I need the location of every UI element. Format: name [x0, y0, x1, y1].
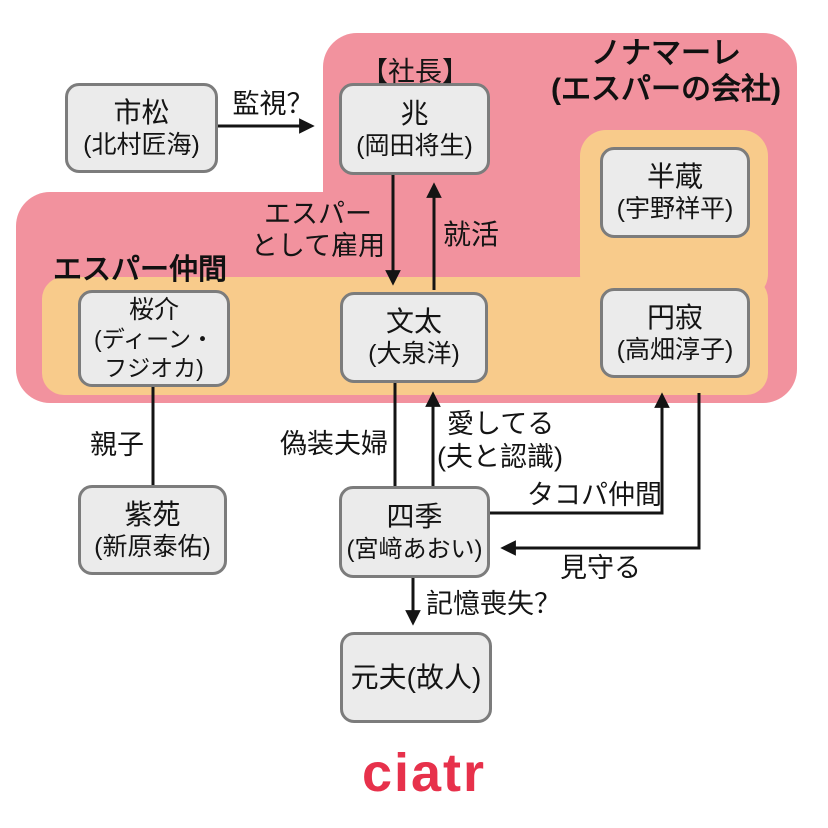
node-hanzo-name: 半蔵 — [646, 161, 703, 192]
company-region-title: ノナマーレ (エスパーの会社) — [535, 36, 797, 108]
node-moto-otto: 元夫(故人) — [340, 632, 492, 723]
node-osuke-actor-line2: フジオカ) — [104, 354, 204, 381]
node-cho-actor: (岡田将生) — [356, 131, 473, 160]
node-hanzo: 半蔵 (宇野祥平) — [600, 147, 750, 238]
edge-mimamoru-arrow — [500, 393, 701, 556]
cho-role-tag: 【社長】 — [361, 57, 469, 87]
edge-shuukatsu-label: 就活 — [443, 219, 500, 250]
node-shiki-name: 四季 — [386, 500, 443, 532]
edge-oyako-label: 親子 — [90, 430, 144, 460]
node-shion-name: 紫苑 — [124, 498, 181, 530]
node-bunta-actor: (大泉洋) — [368, 340, 460, 368]
company-title-line2: (エスパーの会社) — [551, 73, 781, 106]
node-bunta-name: 文太 — [385, 306, 442, 337]
edge-koyou-label-line1: エスパー — [264, 199, 372, 229]
edge-aishiteru-label: 愛してる — [447, 409, 555, 439]
ciatr-logo: ciatr — [361, 743, 487, 803]
edge-takopa-arrow — [490, 392, 670, 515]
edge-koyou-label-line2: として雇用 — [250, 231, 386, 261]
node-hanzo-actor: (宇野祥平) — [616, 195, 734, 223]
company-title-line1: ノナマーレ — [591, 37, 741, 70]
node-ichimatsu-name: 市松 — [113, 96, 170, 128]
node-enjaku: 円寂 (高畑淳子) — [600, 288, 750, 378]
node-ichimatsu: 市松 (北村匠海) — [65, 83, 218, 173]
node-osuke-actor-line1: (ディーン・ — [94, 325, 214, 352]
edge-kioku-label: 記憶喪失？ — [426, 589, 561, 619]
edge-mimamoru-label: 見守る — [560, 553, 641, 583]
edge-aishiteru-label-line2: (夫と認識) — [437, 442, 563, 472]
node-shiki-actor: (宮﨑あおい) — [346, 535, 483, 563]
node-osuke-name: 桜介 — [128, 295, 179, 324]
node-enjaku-name: 円寂 — [646, 301, 703, 333]
node-moto-otto-name: 元夫(故人) — [350, 661, 482, 693]
node-osuke: 桜介 (ディーン・ フジオカ) — [78, 290, 230, 387]
edge-gisou-fuufu-label: 偽装夫婦 — [280, 429, 388, 459]
node-cho: 兆 (岡田将生) — [339, 83, 490, 175]
node-cho-name: 兆 — [400, 97, 429, 129]
esper-friends-region-title: エスパー仲間 — [53, 254, 228, 286]
node-shion-actor: (新原泰佑) — [94, 532, 211, 561]
node-shiki: 四季 (宮﨑あおい) — [339, 486, 490, 578]
edge-takopa-label: タコパ仲間 — [527, 480, 662, 510]
node-bunta: 文太 (大泉洋) — [340, 292, 488, 383]
node-ichimatsu-actor: (北村匠海) — [83, 130, 200, 159]
node-enjaku-actor: (高畑淳子) — [616, 335, 734, 364]
edge-kanshi-label: 監視？ — [232, 89, 314, 119]
edge-koyou-label: エスパー として雇用 — [248, 198, 388, 262]
node-shion: 紫苑 (新原泰佑) — [78, 485, 227, 575]
